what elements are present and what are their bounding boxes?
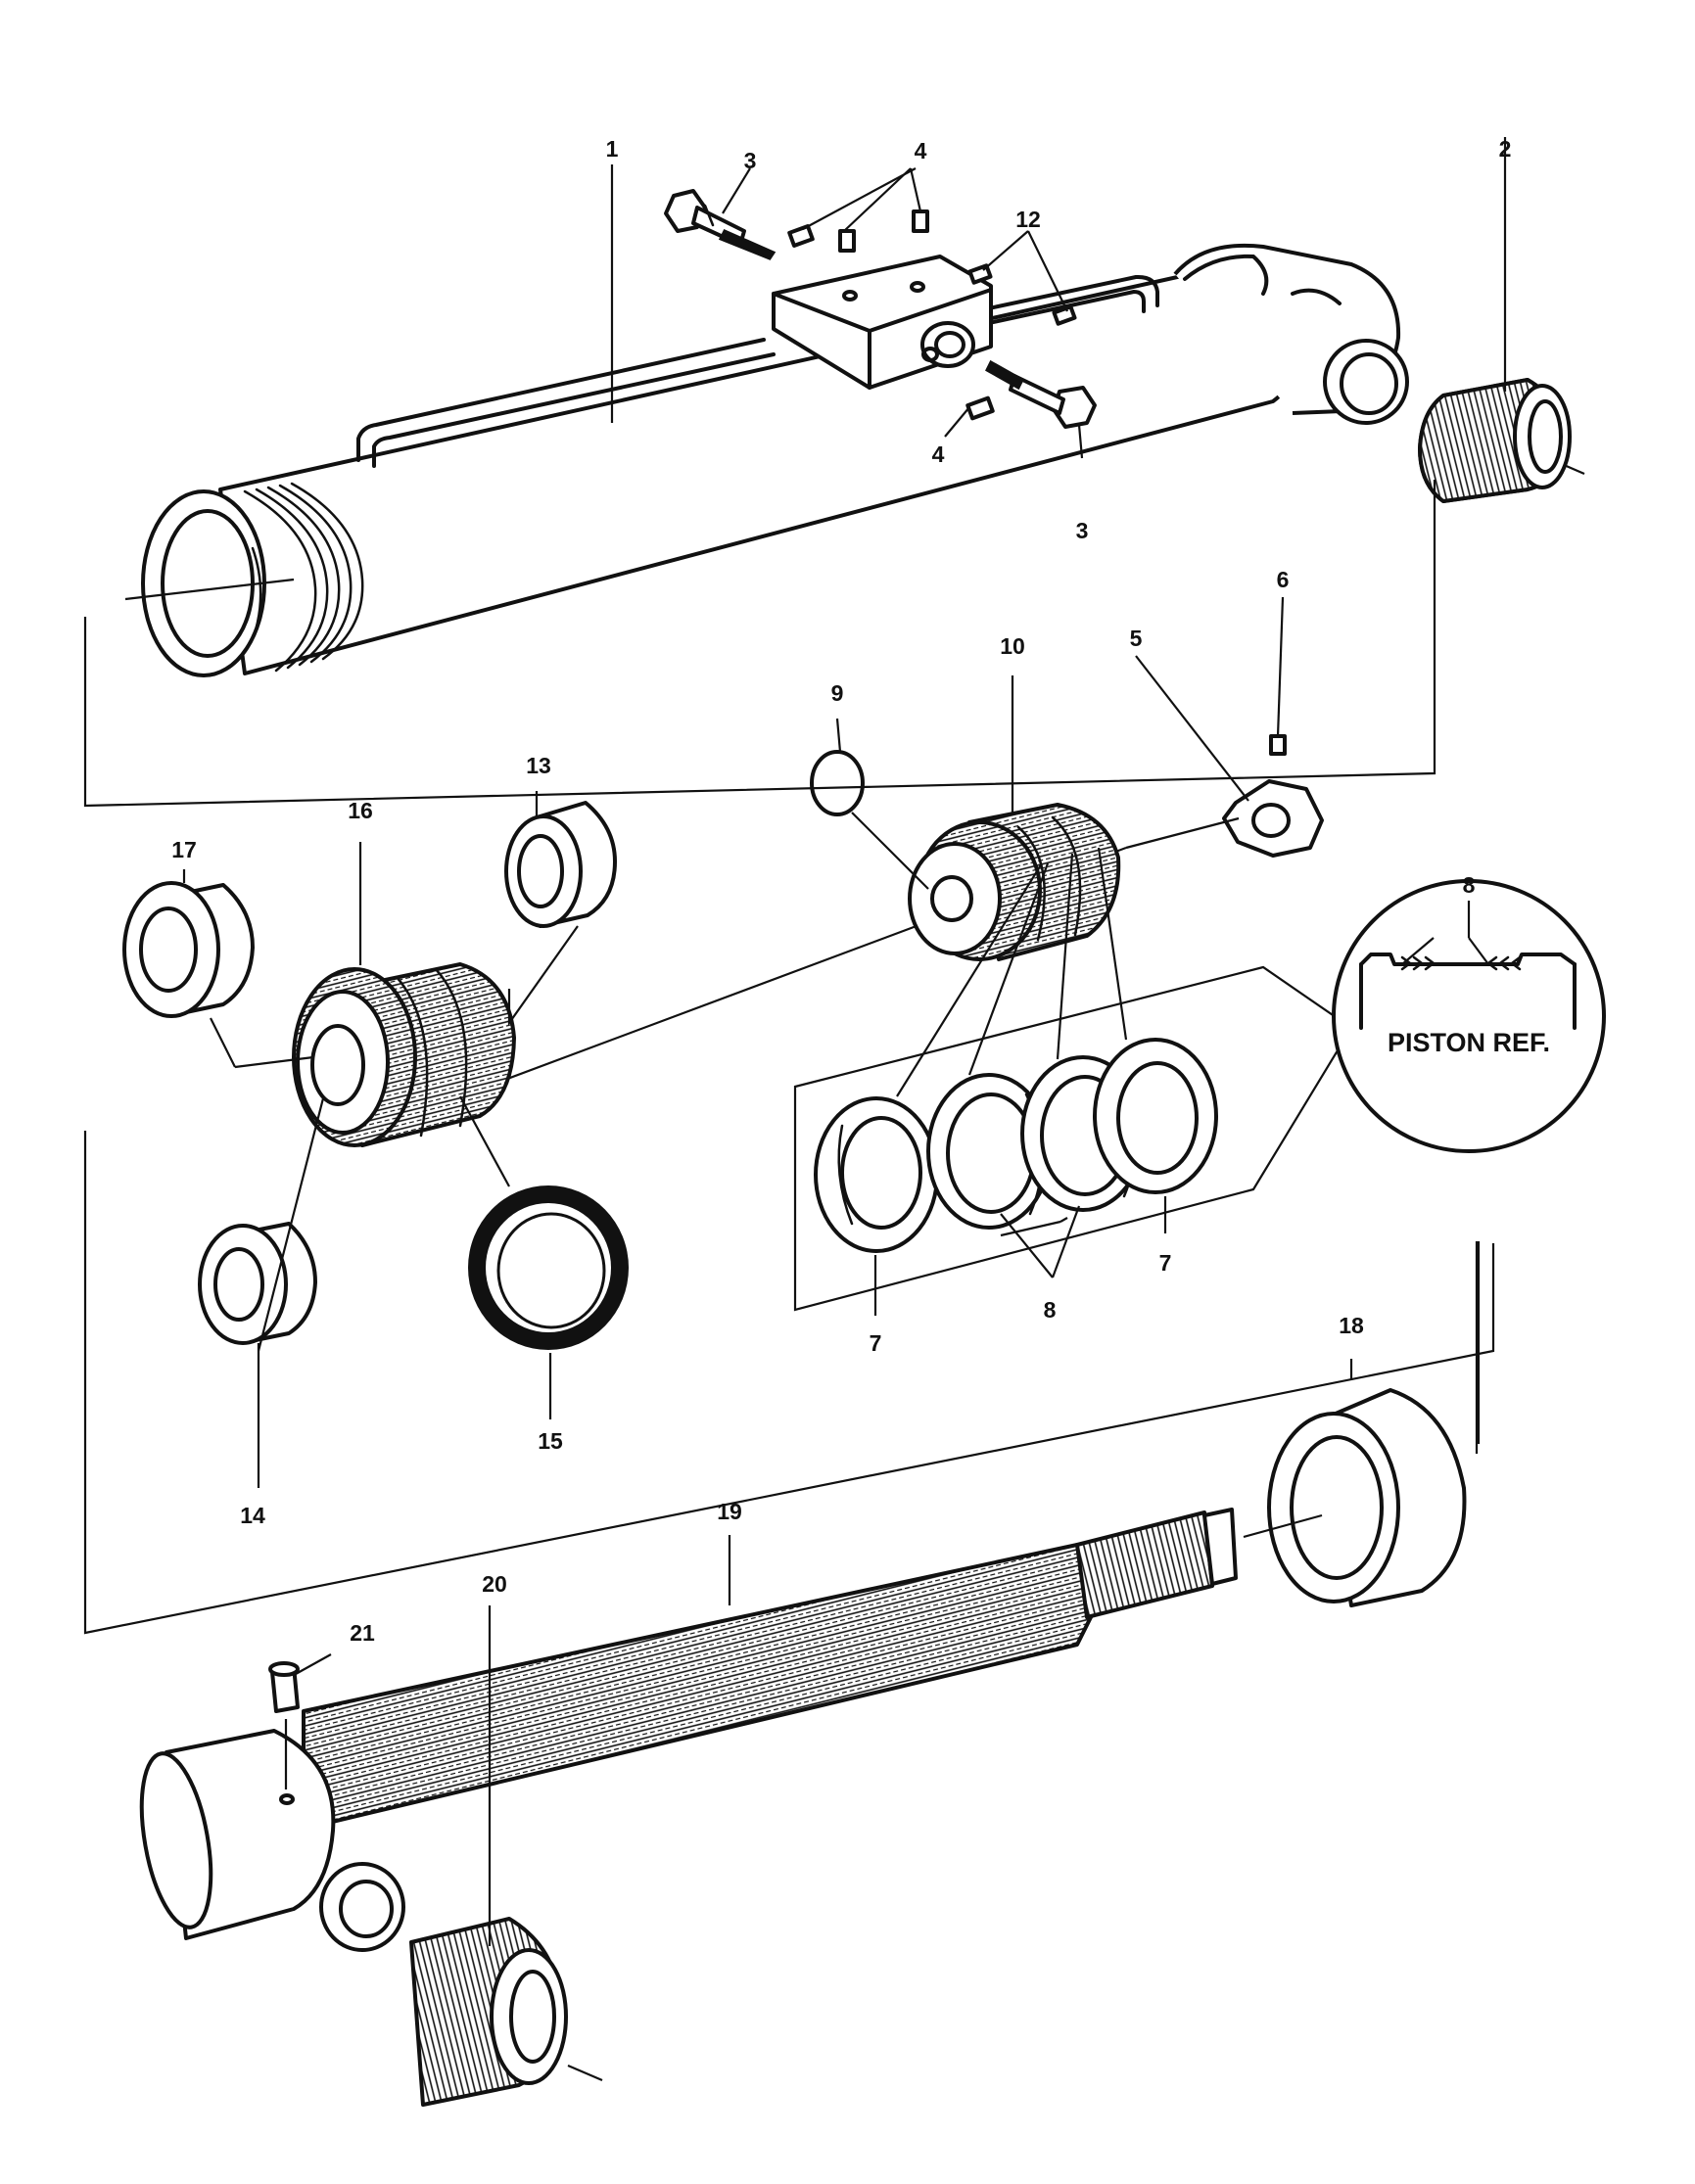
callout-4-lower: 4	[932, 441, 945, 467]
gland-nut	[1243, 1388, 1467, 1607]
bushing-13	[504, 801, 617, 928]
piston-rod	[139, 1508, 1238, 1952]
set-screws	[787, 209, 1287, 756]
callout-19: 19	[717, 1499, 742, 1524]
piston-ref-detail: PISTON REF.	[1332, 879, 1606, 1153]
relief-valve-upper	[664, 189, 777, 260]
callout-3-upper: 3	[744, 148, 757, 173]
callout-8-seals: 8	[1044, 1297, 1057, 1323]
callout-20: 20	[482, 1571, 507, 1597]
group-frame-lower	[1475, 1241, 1481, 1454]
bushing-14	[198, 1222, 317, 1345]
callout-2: 2	[1499, 136, 1512, 162]
gland	[292, 962, 516, 1147]
callout-17: 17	[171, 837, 197, 862]
callout-12: 12	[1015, 207, 1041, 232]
callout-3-lower: 3	[1076, 518, 1089, 543]
callout-4-upper: 4	[915, 138, 927, 163]
piston	[908, 803, 1121, 961]
callout-7-right: 7	[1159, 1250, 1172, 1276]
wiper-17	[122, 881, 255, 1018]
group-frame-upper	[83, 480, 1436, 808]
piston-ref-label: PISTON REF.	[1388, 1028, 1550, 1057]
callout-1: 1	[606, 136, 619, 162]
callout-15: 15	[538, 1428, 563, 1454]
grease-fitting	[268, 1661, 300, 1789]
callout-9: 9	[831, 680, 844, 706]
callout-13: 13	[526, 753, 551, 778]
callout-10: 10	[1000, 633, 1025, 659]
group-frame-middle	[83, 1131, 1495, 1635]
callout-21: 21	[350, 1620, 375, 1646]
piston-seal-7-right	[1093, 1038, 1218, 1194]
callout-6: 6	[1277, 567, 1290, 592]
o-ring-9	[810, 750, 865, 816]
callout-labels: 1 2 3 3 4 4 5 6 7 7 8 8 9 10 12 13 14 15…	[171, 136, 1511, 1646]
callout-5: 5	[1130, 626, 1143, 651]
seal-group-frame	[793, 965, 1353, 1312]
callout-7-left: 7	[870, 1330, 882, 1356]
callout-8-detail: 8	[1463, 872, 1476, 898]
piston-seal-7-left	[814, 1096, 939, 1253]
valve-block	[772, 255, 993, 390]
callout-14: 14	[240, 1503, 265, 1528]
callout-16: 16	[348, 798, 373, 823]
relief-valve-lower	[985, 359, 1097, 429]
callout-18: 18	[1339, 1313, 1364, 1338]
o-ring-15	[468, 1185, 629, 1350]
leader-lines	[182, 137, 1507, 1946]
bushing-2	[1418, 378, 1572, 503]
bushing-20	[409, 1917, 568, 2107]
external-hydraulic-tube	[356, 274, 1159, 468]
